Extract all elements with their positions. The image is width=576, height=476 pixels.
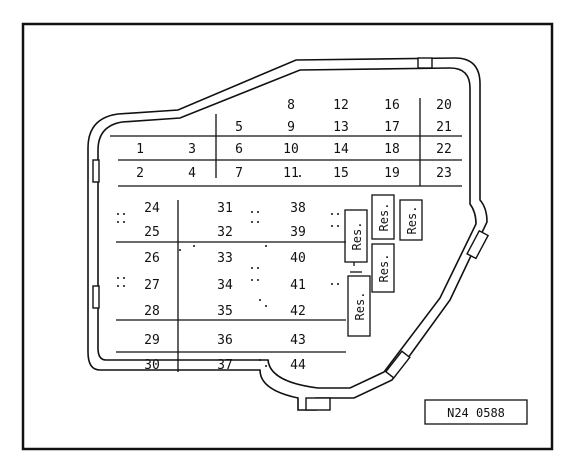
fuse-label-35: 35	[217, 304, 233, 319]
fuse-label-27: 27	[144, 278, 160, 293]
fuse-label-5: 5	[235, 120, 243, 135]
reserve-label-3: Res.	[405, 206, 419, 235]
fuse-label-9: 9	[287, 120, 295, 135]
fuse-label-25: 25	[144, 225, 160, 240]
fuse-label-43: 43	[290, 333, 306, 348]
reserve-label-2: Res.	[377, 203, 391, 232]
fuse-label-12: 12	[333, 98, 349, 113]
fuse-label-22: 22	[436, 142, 452, 157]
fuse-label-34: 34	[217, 278, 233, 293]
fuse-label-11: 11	[283, 166, 299, 181]
fuse-label-36: 36	[217, 333, 233, 348]
fuse-label-1: 1	[136, 142, 144, 157]
fuse-label-28: 28	[144, 304, 160, 319]
fuse-label-23: 23	[436, 166, 452, 181]
housing-outline-inner	[97, 67, 477, 389]
fuse-label-41: 41	[290, 278, 306, 293]
reserve-label-1: Res.	[350, 222, 364, 251]
fuse-label-31: 31	[217, 201, 233, 216]
fuse-label-40: 40	[290, 251, 306, 266]
fuse-label-30: 30	[144, 358, 160, 373]
housing-tab-top	[417, 57, 433, 69]
top-grid-lines	[110, 98, 462, 187]
fuse-label-33: 33	[217, 251, 233, 266]
housing-tab-right	[466, 229, 490, 260]
fuse-label-20: 20	[436, 98, 452, 113]
housing-tab-left-top	[92, 159, 100, 183]
fuse-label-4: 4	[188, 166, 196, 181]
fuse-label-7: 7	[235, 166, 243, 181]
fuse-label-42: 42	[290, 304, 306, 319]
outer-frame	[21, 22, 554, 451]
fuse-label-17: 17	[384, 120, 400, 135]
fuse-label-37: 37	[217, 358, 233, 373]
fuse-label-21: 21	[436, 120, 452, 135]
fuse-label-26: 26	[144, 251, 160, 266]
reserve-label-4: Res.	[377, 254, 391, 283]
fuse-label-8: 8	[287, 98, 295, 113]
fuse-label-29: 29	[144, 333, 160, 348]
reserve-slot-boxes	[344, 194, 423, 337]
fuse-label-14: 14	[333, 142, 349, 157]
fuse-label-6: 6	[235, 142, 243, 157]
fuse-label-13: 13	[333, 120, 349, 135]
fuse-label-15: 15	[333, 166, 349, 181]
reference-code: N24 0588	[447, 406, 505, 420]
fuse-label-24: 24	[144, 201, 160, 216]
fuse-label-2: 2	[136, 166, 144, 181]
fuse-label-16: 16	[384, 98, 400, 113]
housing-tab-right-lower	[384, 350, 411, 379]
fuse-label-19: 19	[384, 166, 400, 181]
fuse-label-10: 10	[283, 142, 299, 157]
reserve-label-5: Res.	[353, 292, 367, 321]
housing-outline-outer	[87, 57, 488, 411]
fuse-label-32: 32	[217, 225, 233, 240]
fuse-label-39: 39	[290, 225, 306, 240]
housing-tab-bottom	[305, 397, 331, 411]
fuse-label-44: 44	[290, 358, 306, 373]
bottom-grid-lines	[116, 200, 362, 372]
fuse-label-38: 38	[290, 201, 306, 216]
housing-tab-left-bottom	[92, 285, 100, 309]
fuse-label-18: 18	[384, 142, 400, 157]
fuse-label-3: 3	[188, 142, 196, 157]
reference-code-box	[424, 399, 528, 425]
decorative-dots	[117, 175, 339, 367]
